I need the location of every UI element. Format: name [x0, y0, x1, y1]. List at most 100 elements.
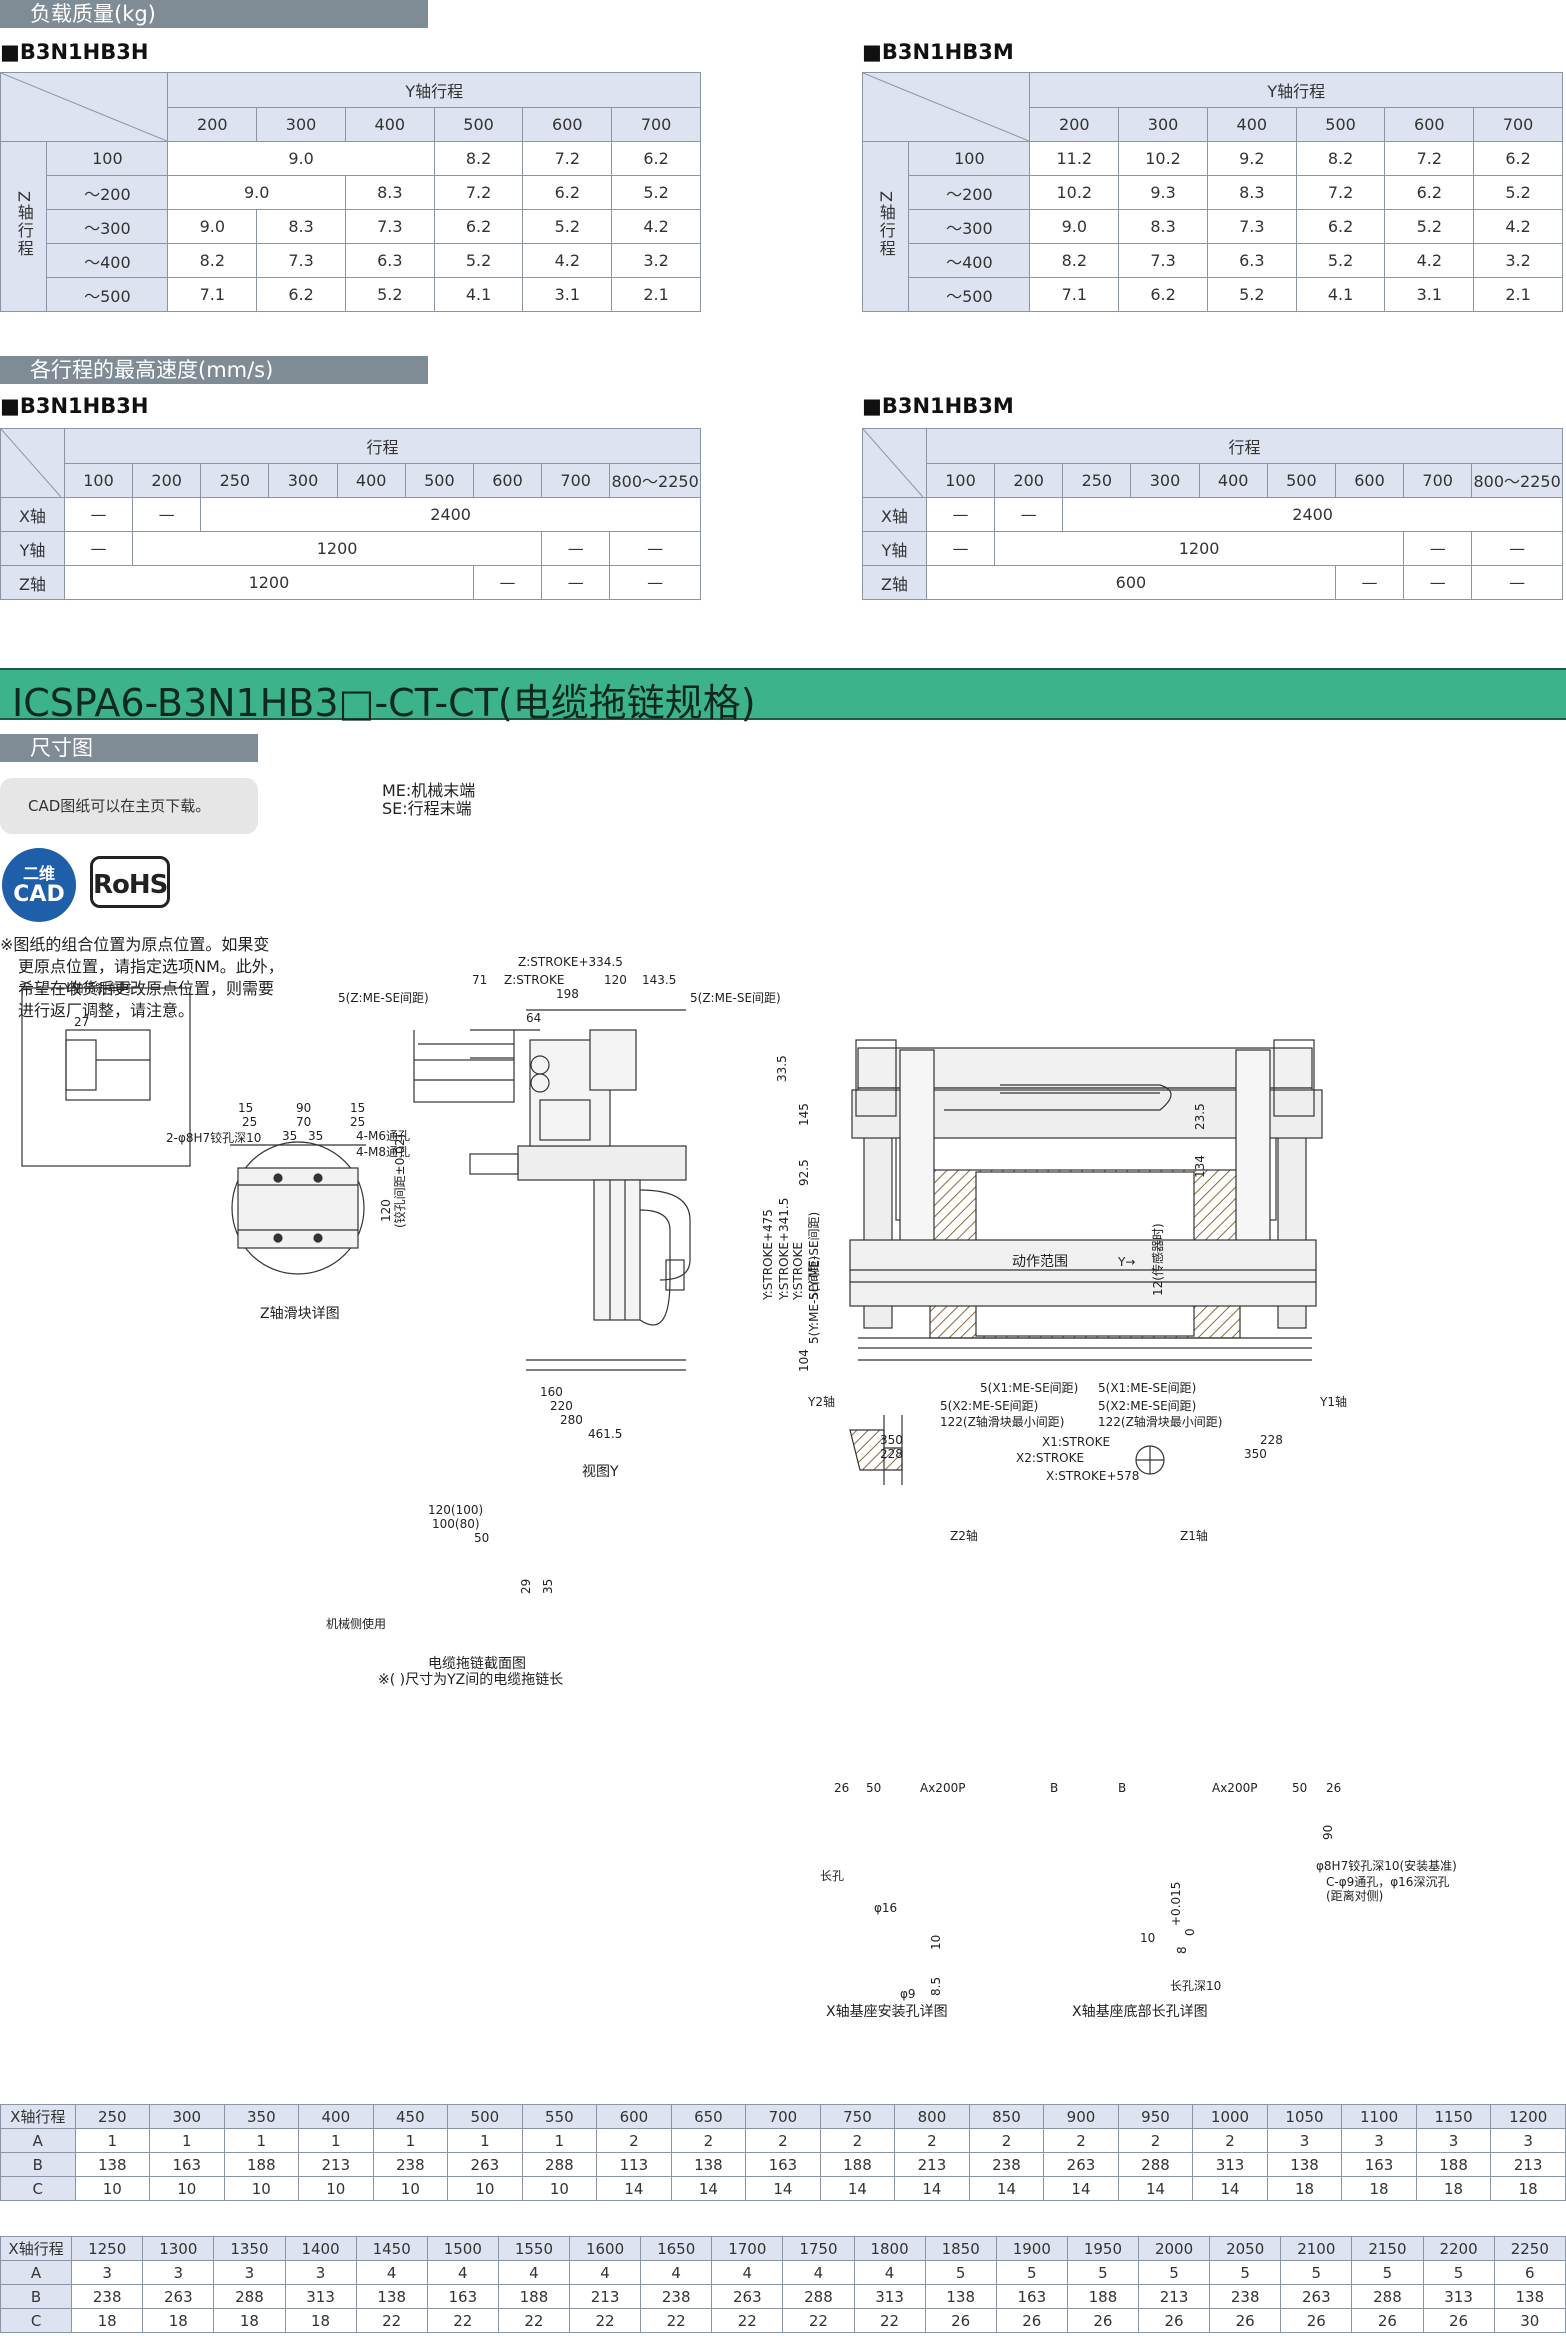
value-cell: 2: [819, 2128, 896, 2153]
dimension-label: 23.5: [1193, 1103, 1207, 1130]
value-cell: 18: [213, 2308, 286, 2333]
value-cell: 5: [995, 2260, 1068, 2285]
value-cell: 163: [1341, 2152, 1417, 2177]
value-cell: 4: [426, 2260, 499, 2285]
col-header: 400: [1198, 462, 1268, 498]
col-header: 250: [74, 2104, 151, 2129]
row-header: Y轴: [862, 531, 927, 566]
col-header: 1100: [1341, 2104, 1417, 2129]
col-header: 600: [1384, 106, 1475, 142]
value-cell: 1: [298, 2128, 374, 2153]
dimension-label: 145: [797, 1103, 811, 1126]
dimension-label: 8: [1175, 1946, 1189, 1954]
value-cell: 22: [568, 2308, 642, 2333]
dimension-label: 27: [74, 1015, 89, 1029]
value-cell: 288: [521, 2152, 598, 2177]
row-header: X轴: [0, 497, 65, 532]
value-cell: —: [994, 497, 1064, 532]
col-header: 1550: [497, 2236, 571, 2261]
value-cell: 7.2: [1295, 175, 1386, 210]
value-cell: 238: [640, 2284, 713, 2309]
value-cell: 18: [71, 2308, 144, 2333]
dimension-label: 104: [797, 1349, 811, 1372]
value-cell: 313: [1422, 2284, 1495, 2309]
dimension-label: 4-M8通孔: [356, 1145, 410, 1159]
value-cell: —: [609, 565, 701, 600]
value-cell: 22: [640, 2308, 713, 2333]
col-header: 700: [541, 462, 611, 498]
cad-download-note[interactable]: CAD图纸可以在主页下载。: [0, 778, 258, 834]
value-cell: 5.2: [1384, 209, 1475, 244]
stroke-header: X轴行程: [0, 2104, 76, 2129]
dimension-label: 4-M6通孔: [356, 1129, 410, 1143]
value-cell: 6.2: [1384, 175, 1475, 210]
value-cell: 5: [1209, 2260, 1282, 2285]
col-header: 1050: [1266, 2104, 1343, 2129]
dimension-label: φ16: [874, 1901, 897, 1915]
col-header: 1400: [284, 2236, 357, 2261]
dimension-label: Y1轴: [1319, 1394, 1347, 1409]
stroke-header: 行程: [63, 428, 702, 464]
rohs-badge: RoHS: [90, 856, 170, 908]
col-header: 300: [149, 2104, 225, 2129]
value-cell: 5.2: [611, 175, 701, 210]
dimension-section-header: 尺寸图: [0, 734, 258, 762]
dimension-label: 机械侧使用: [326, 1616, 386, 1631]
value-cell: 26: [1066, 2308, 1140, 2333]
col-header: 300: [256, 106, 346, 142]
col-header: 1200: [1490, 2104, 1566, 2129]
dimension-label: B: [1050, 1781, 1058, 1795]
cad-2d-badge: 二维 CAD: [2, 848, 76, 922]
value-cell: 1200: [994, 531, 1405, 566]
dimension-label: 120: [379, 1199, 393, 1222]
value-cell: 4: [355, 2260, 428, 2285]
col-header: 1350: [213, 2236, 286, 2261]
origin-note-line: ※图纸的组合位置为原点位置。如果变: [0, 935, 270, 954]
row-header: ～400: [46, 243, 169, 278]
corner-diagonal: [863, 73, 1029, 141]
stroke-header: 行程: [925, 428, 1564, 464]
value-cell: 8.2: [1029, 243, 1120, 278]
value-cell: 313: [853, 2284, 926, 2309]
value-cell: 5.2: [522, 209, 613, 244]
value-cell: 9.3: [1118, 175, 1208, 210]
dimension-label: 280: [560, 1413, 583, 1427]
col-header: 800: [894, 2104, 970, 2129]
value-cell: 4.1: [433, 277, 524, 312]
value-cell: 3: [1490, 2128, 1566, 2153]
dimension-label: 33.5: [775, 1055, 789, 1082]
col-header: 2250: [1493, 2236, 1566, 2261]
value-cell: 213: [1490, 2152, 1566, 2177]
value-cell: 263: [1043, 2152, 1119, 2177]
y-stroke-header: Y轴行程: [1029, 72, 1563, 108]
col-header: 700: [1473, 106, 1563, 142]
dimension-label: 122(Z轴滑块最小间距): [1098, 1414, 1223, 1429]
dimension-label: X2:STROKE: [1016, 1451, 1084, 1465]
value-cell: 18: [1415, 2176, 1492, 2201]
dimension-label: 5(Y:ME-SE间距): [807, 1256, 821, 1344]
value-cell: 2400: [1062, 497, 1563, 532]
value-cell: 14: [894, 2176, 970, 2201]
dimension-label: 25: [350, 1115, 365, 1129]
value-cell: 14: [968, 2176, 1045, 2201]
value-cell: 3: [213, 2260, 286, 2285]
col-header: 300: [268, 462, 338, 498]
col-header: 100: [925, 462, 996, 498]
value-cell: 188: [1066, 2284, 1140, 2309]
table-corner-cell: [862, 428, 927, 498]
value-cell: 1: [74, 2128, 151, 2153]
col-header: 400: [298, 2104, 374, 2129]
value-cell: 5.2: [433, 243, 524, 278]
dimension-label: Y2轴: [807, 1394, 835, 1409]
value-cell: 26: [1422, 2308, 1495, 2333]
row-header: X轴: [862, 497, 927, 532]
dimension-label: 动作范围: [1012, 1253, 1068, 1270]
brake-box: [21, 987, 191, 1167]
cad-badge-bottom-text: CAD: [13, 882, 65, 907]
value-cell: 6.3: [1206, 243, 1297, 278]
value-cell: 6.3: [344, 243, 435, 278]
